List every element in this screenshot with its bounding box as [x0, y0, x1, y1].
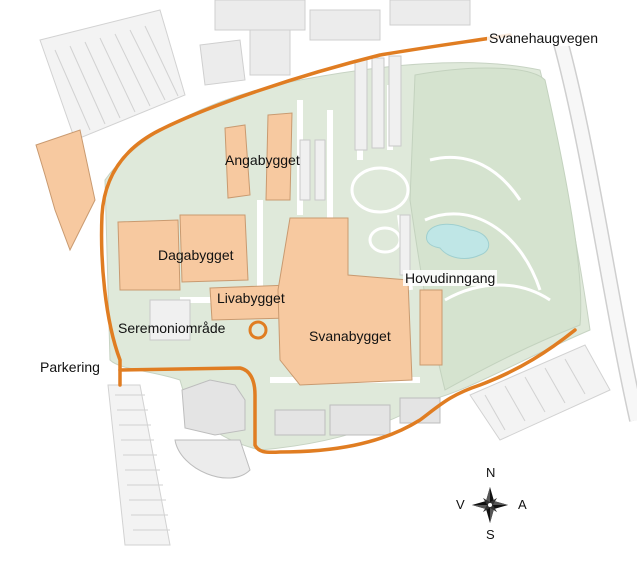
- label-svanehaugvegen: Svanehaugvegen: [487, 30, 600, 46]
- northern-structures: [199, 0, 471, 86]
- east-wing: [419, 289, 443, 366]
- campus-parking-rows: [149, 55, 411, 341]
- compass-rose: [472, 487, 508, 523]
- northwest-building: [35, 129, 96, 252]
- compass-west-label: V: [456, 497, 465, 512]
- compass-north-label: N: [486, 465, 496, 480]
- access-route-south: [118, 328, 577, 455]
- compass-south-label: S: [486, 527, 495, 542]
- compass-east-label: A: [518, 497, 527, 512]
- park-paths: [350, 155, 551, 302]
- main-hospital-complex: [209, 217, 443, 386]
- label-hovudinngang: Hovudinngang: [403, 270, 498, 286]
- angabygget-building: [224, 112, 293, 201]
- label-livabygget: Livabygget: [217, 290, 285, 306]
- access-route: [99, 33, 512, 387]
- parking-lot-northwest: [39, 9, 186, 141]
- label-seremoniomrade: Seremoniområde: [118, 320, 226, 336]
- label-dagabygget: Dagabygget: [158, 247, 234, 263]
- other-buildings: [174, 379, 441, 479]
- dagabygget-building: [117, 214, 249, 291]
- label-angabygget: Angabygget: [225, 152, 300, 168]
- parking-lot-southwest: [107, 384, 171, 546]
- label-svanabygget: Svanabygget: [309, 328, 391, 344]
- pond: [426, 223, 490, 259]
- ceremony-area-marker: [248, 320, 268, 340]
- svanabygget-building: [277, 217, 413, 386]
- parking-lot-southeast: [469, 344, 611, 441]
- label-parkering: Parkering: [38, 359, 102, 375]
